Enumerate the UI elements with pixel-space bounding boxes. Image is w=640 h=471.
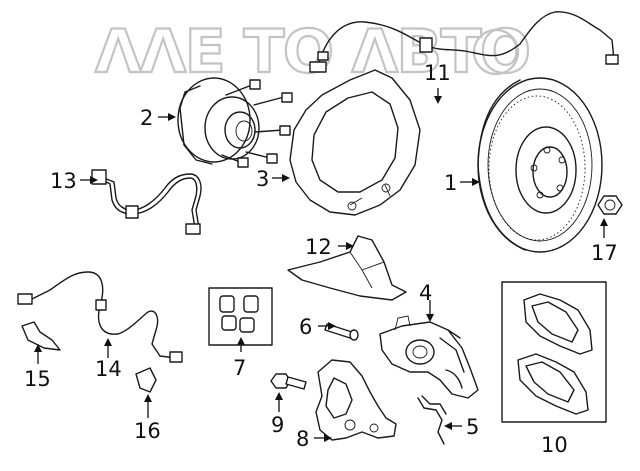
abs-sensor-wire [17, 271, 183, 363]
caliper-bracket [315, 359, 397, 441]
heat-shield [287, 235, 407, 301]
hose-bracket [135, 367, 157, 393]
guide-pin-kit [208, 287, 273, 346]
callout-numbers: 1 2 3 4 5 6 7 8 9 10 11 12 13 14 15 16 1… [24, 61, 618, 457]
callout-11: 11 [424, 61, 451, 85]
callout-17: 17 [591, 241, 618, 265]
speed-sensor-wire [309, 11, 619, 73]
callout-15: 15 [24, 367, 51, 391]
callout-1: 1 [444, 171, 457, 195]
anti-rattle-clip [417, 395, 447, 445]
callout-6: 6 [299, 315, 312, 339]
callout-12: 12 [305, 235, 332, 259]
watermark-logo: ΛΛЕ ΤΟ ΛΒΤΟ [94, 16, 535, 88]
watermark-text: ΛΛЕ ΤΟ ΛΒΤΟ [95, 17, 535, 87]
callout-2: 2 [140, 106, 153, 130]
wire-bracket [21, 321, 61, 351]
callout-9: 9 [271, 413, 284, 437]
caliper-bolt [270, 373, 307, 390]
brake-pad-set [501, 281, 607, 423]
splash-shield [289, 69, 421, 216]
brake-disc [477, 77, 603, 253]
callout-7: 7 [233, 356, 246, 380]
callout-5: 5 [466, 415, 479, 439]
callout-16: 16 [134, 419, 161, 443]
wheel-hub [177, 77, 293, 168]
brake-hose [91, 169, 202, 235]
callout-14: 14 [95, 357, 122, 381]
leader-lines [34, 88, 608, 442]
callout-3: 3 [256, 167, 269, 191]
callout-10: 10 [541, 433, 568, 457]
callout-13: 13 [50, 169, 77, 193]
brake-caliper [379, 315, 479, 399]
callout-8: 8 [296, 427, 309, 451]
callout-4: 4 [419, 281, 432, 305]
wheel-nut [597, 195, 623, 215]
